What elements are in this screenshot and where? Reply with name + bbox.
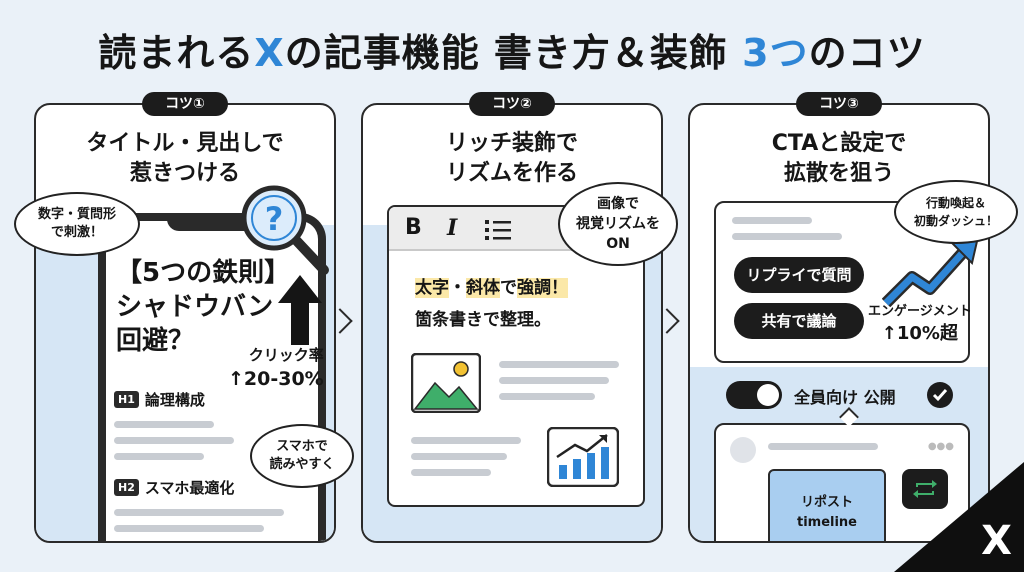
- italic-sample: 斜体: [466, 278, 500, 298]
- headline-line3: 回避？: [116, 326, 195, 356]
- article-headline: 【5つの鉄則】 シャドウバン 回避？: [116, 256, 321, 358]
- bold-sample: 太字: [415, 278, 449, 298]
- panel-tip-3: CTAと設定で 拡散を狙う リプライで質問 共有で議論 エンゲージメント ↑10…: [688, 103, 990, 543]
- panel-title-line1: タイトル・見出しで: [86, 131, 284, 156]
- bubble-line2: で刺激！: [50, 225, 103, 240]
- engagement-label: エンゲージメント: [868, 304, 972, 319]
- bubble-line1: 数字・質問形: [37, 207, 116, 222]
- bubble-line2: 読みやすく: [269, 457, 335, 472]
- panel-title: CTAと設定で 拡散を狙う: [690, 129, 988, 189]
- editor-line-list: 箇条書きで整理。: [415, 310, 551, 330]
- speech-bubble-image: 画像で 視覚リズムを ON: [558, 182, 678, 266]
- engagement-stat: エンゲージメント ↑10%超: [868, 301, 972, 345]
- click-rate-label: クリック率: [248, 346, 324, 364]
- text-line: [411, 469, 491, 476]
- tag-tip-3: コツ③: [796, 92, 882, 116]
- visibility-label: 全員向け 公開: [794, 388, 896, 407]
- speech-bubble-smartphone: スマホで 読みやすく: [250, 424, 354, 488]
- bubble-line1: スマホで: [276, 439, 328, 454]
- text-line: [114, 437, 234, 444]
- text-line: [499, 393, 595, 400]
- tag-tip-1: コツ①: [142, 92, 228, 116]
- italic-button[interactable]: I: [447, 215, 458, 241]
- check-circle-icon: [927, 382, 953, 408]
- text-line: [114, 509, 284, 516]
- panel-title-line2: リズムを作る: [445, 161, 578, 186]
- bold-button[interactable]: B: [405, 215, 422, 240]
- phone-notch: [167, 213, 257, 231]
- repost-sub: timeline: [796, 515, 858, 530]
- particle: で: [500, 278, 517, 298]
- heading-h1-row: H1 論理構成: [114, 389, 205, 410]
- click-rate: クリック率 ↑20-30%: [228, 343, 324, 391]
- corner-triangle: [894, 462, 1024, 572]
- text-line: [732, 217, 812, 224]
- panel-tip-2: リッチ装飾で リズムを作る B I 太字・斜体で強調！ 箇条書きで整理。: [361, 103, 663, 543]
- repost-box: リポスト timeline: [768, 469, 886, 541]
- text-line: [499, 361, 619, 368]
- h1-badge: H1: [114, 391, 139, 408]
- magnifier-icon: ?: [241, 185, 329, 275]
- repost-label: リポスト: [800, 495, 853, 510]
- bubble-line1: 行動喚起＆: [925, 196, 986, 210]
- x-logo-icon: X: [981, 518, 1012, 564]
- bubble-line2: 初動ダッシュ！: [913, 214, 998, 228]
- h2-badge: H2: [114, 479, 139, 496]
- text-line: [114, 421, 214, 428]
- title-num: 3つ: [742, 31, 809, 75]
- cta-pill-share[interactable]: 共有で議論: [734, 303, 864, 339]
- avatar: [730, 437, 756, 463]
- more-icon[interactable]: ●●●: [927, 441, 954, 452]
- page-title: 読まれるXの記事機能 書き方＆装飾 3つのコツ: [0, 22, 1024, 77]
- text-line: [768, 443, 878, 450]
- svg-text:?: ?: [265, 200, 284, 238]
- panel-title-line2: 惹きつける: [129, 161, 240, 186]
- panel-title: タイトル・見出しで 惹きつける: [36, 129, 334, 189]
- cta-pill-reply[interactable]: リプライで質問: [734, 257, 864, 293]
- panel-title-line2: 拡散を狙う: [783, 161, 894, 186]
- text-line: [411, 437, 521, 444]
- headline-line1: 【5つの鉄則】: [116, 258, 291, 288]
- h1-text: 論理構成: [144, 391, 205, 409]
- speech-bubble-cta: 行動喚起＆ 初動ダッシュ！: [894, 180, 1018, 244]
- text-line: [114, 525, 264, 532]
- speech-bubble-numbers: 数字・質問形 で刺激！: [14, 192, 140, 256]
- panel-title-line1: リッチ装飾で: [445, 131, 578, 156]
- up-arrow-icon: [278, 275, 322, 345]
- text-line: [732, 233, 842, 240]
- growth-arrow-icon: [882, 235, 980, 307]
- image-placeholder-icon: [411, 353, 481, 413]
- text-line: [499, 377, 609, 384]
- bubble-line2: 視覚リズムを: [576, 216, 660, 232]
- emphasis-sample: 強調！: [517, 278, 568, 298]
- bubble-line1: 画像で: [597, 196, 639, 212]
- h2-text: スマホ最適化: [144, 479, 235, 497]
- title-part3: のコツ: [808, 31, 926, 75]
- list-icon[interactable]: [485, 219, 511, 241]
- title-part2: の記事機能 書き方＆装飾: [284, 31, 743, 75]
- chart-icon: [547, 427, 619, 487]
- panel-title-line1: CTAと設定で: [771, 131, 907, 156]
- text-line: [411, 453, 507, 460]
- tag-tip-2: コツ②: [469, 92, 555, 116]
- title-part1: 読まれる: [98, 31, 255, 75]
- visibility-toggle[interactable]: [726, 381, 782, 409]
- panel-tip-1: タイトル・見出しで 惹きつける 【5つの鉄則】 シャドウバン 回避？ H1 論理…: [34, 103, 336, 543]
- headline-line2: シャドウバン: [116, 292, 274, 322]
- editor-line-emphasis: 太字・斜体で強調！: [415, 273, 568, 298]
- panel-title: リッチ装飾で リズムを作る: [363, 129, 661, 189]
- separator: ・: [449, 278, 466, 298]
- engagement-value: ↑10%超: [881, 323, 958, 344]
- text-line: [114, 453, 204, 460]
- bubble-line3: ON: [606, 236, 630, 252]
- heading-h2-row: H2 スマホ最適化: [114, 477, 234, 498]
- click-rate-value: ↑20-30%: [228, 368, 324, 390]
- title-x: X: [254, 31, 285, 75]
